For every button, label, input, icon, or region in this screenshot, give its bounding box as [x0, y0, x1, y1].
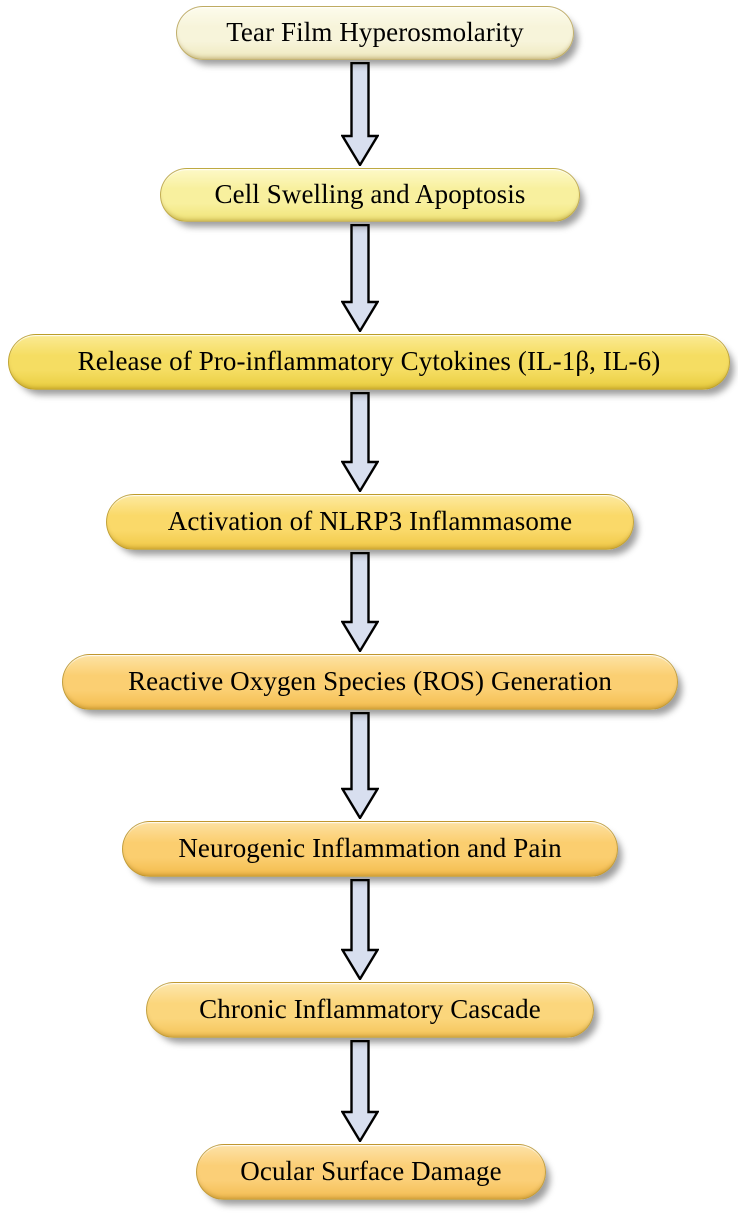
down-arrow-icon	[341, 392, 379, 492]
flow-node-2: Cell Swelling and Apoptosis	[160, 168, 580, 222]
down-arrow-icon	[341, 1040, 379, 1142]
flow-node-label: Neurogenic Inflammation and Pain	[178, 832, 562, 863]
flow-node-label: Reactive Oxygen Species (ROS) Generation	[128, 665, 612, 696]
flow-node-label: Cell Swelling and Apoptosis	[214, 178, 526, 209]
flow-node-label: Chronic Inflammatory Cascade	[199, 993, 541, 1024]
flow-node-8: Ocular Surface Damage	[196, 1144, 546, 1200]
flow-node-6: Neurogenic Inflammation and Pain	[122, 821, 618, 877]
flow-node-1: Tear Film Hyperosmolarity	[176, 6, 574, 60]
flow-node-label: Activation of NLRP3 Inflammasome	[167, 505, 573, 536]
flow-node-3: Release of Pro-inflammatory Cytokines (I…	[8, 334, 730, 390]
flow-node-4: Activation of NLRP3 Inflammasome	[106, 494, 634, 550]
flow-node-label: Tear Film Hyperosmolarity	[226, 16, 524, 47]
flow-node-7: Chronic Inflammatory Cascade	[146, 982, 594, 1038]
down-arrow-icon	[341, 879, 379, 980]
flow-node-label: Release of Pro-inflammatory Cytokines (I…	[77, 345, 661, 376]
down-arrow-icon	[341, 552, 379, 652]
flow-node-5: Reactive Oxygen Species (ROS) Generation	[62, 654, 678, 710]
down-arrow-icon	[341, 62, 379, 166]
down-arrow-icon	[341, 224, 379, 332]
down-arrow-icon	[341, 712, 379, 819]
flow-node-label: Ocular Surface Damage	[240, 1155, 502, 1186]
